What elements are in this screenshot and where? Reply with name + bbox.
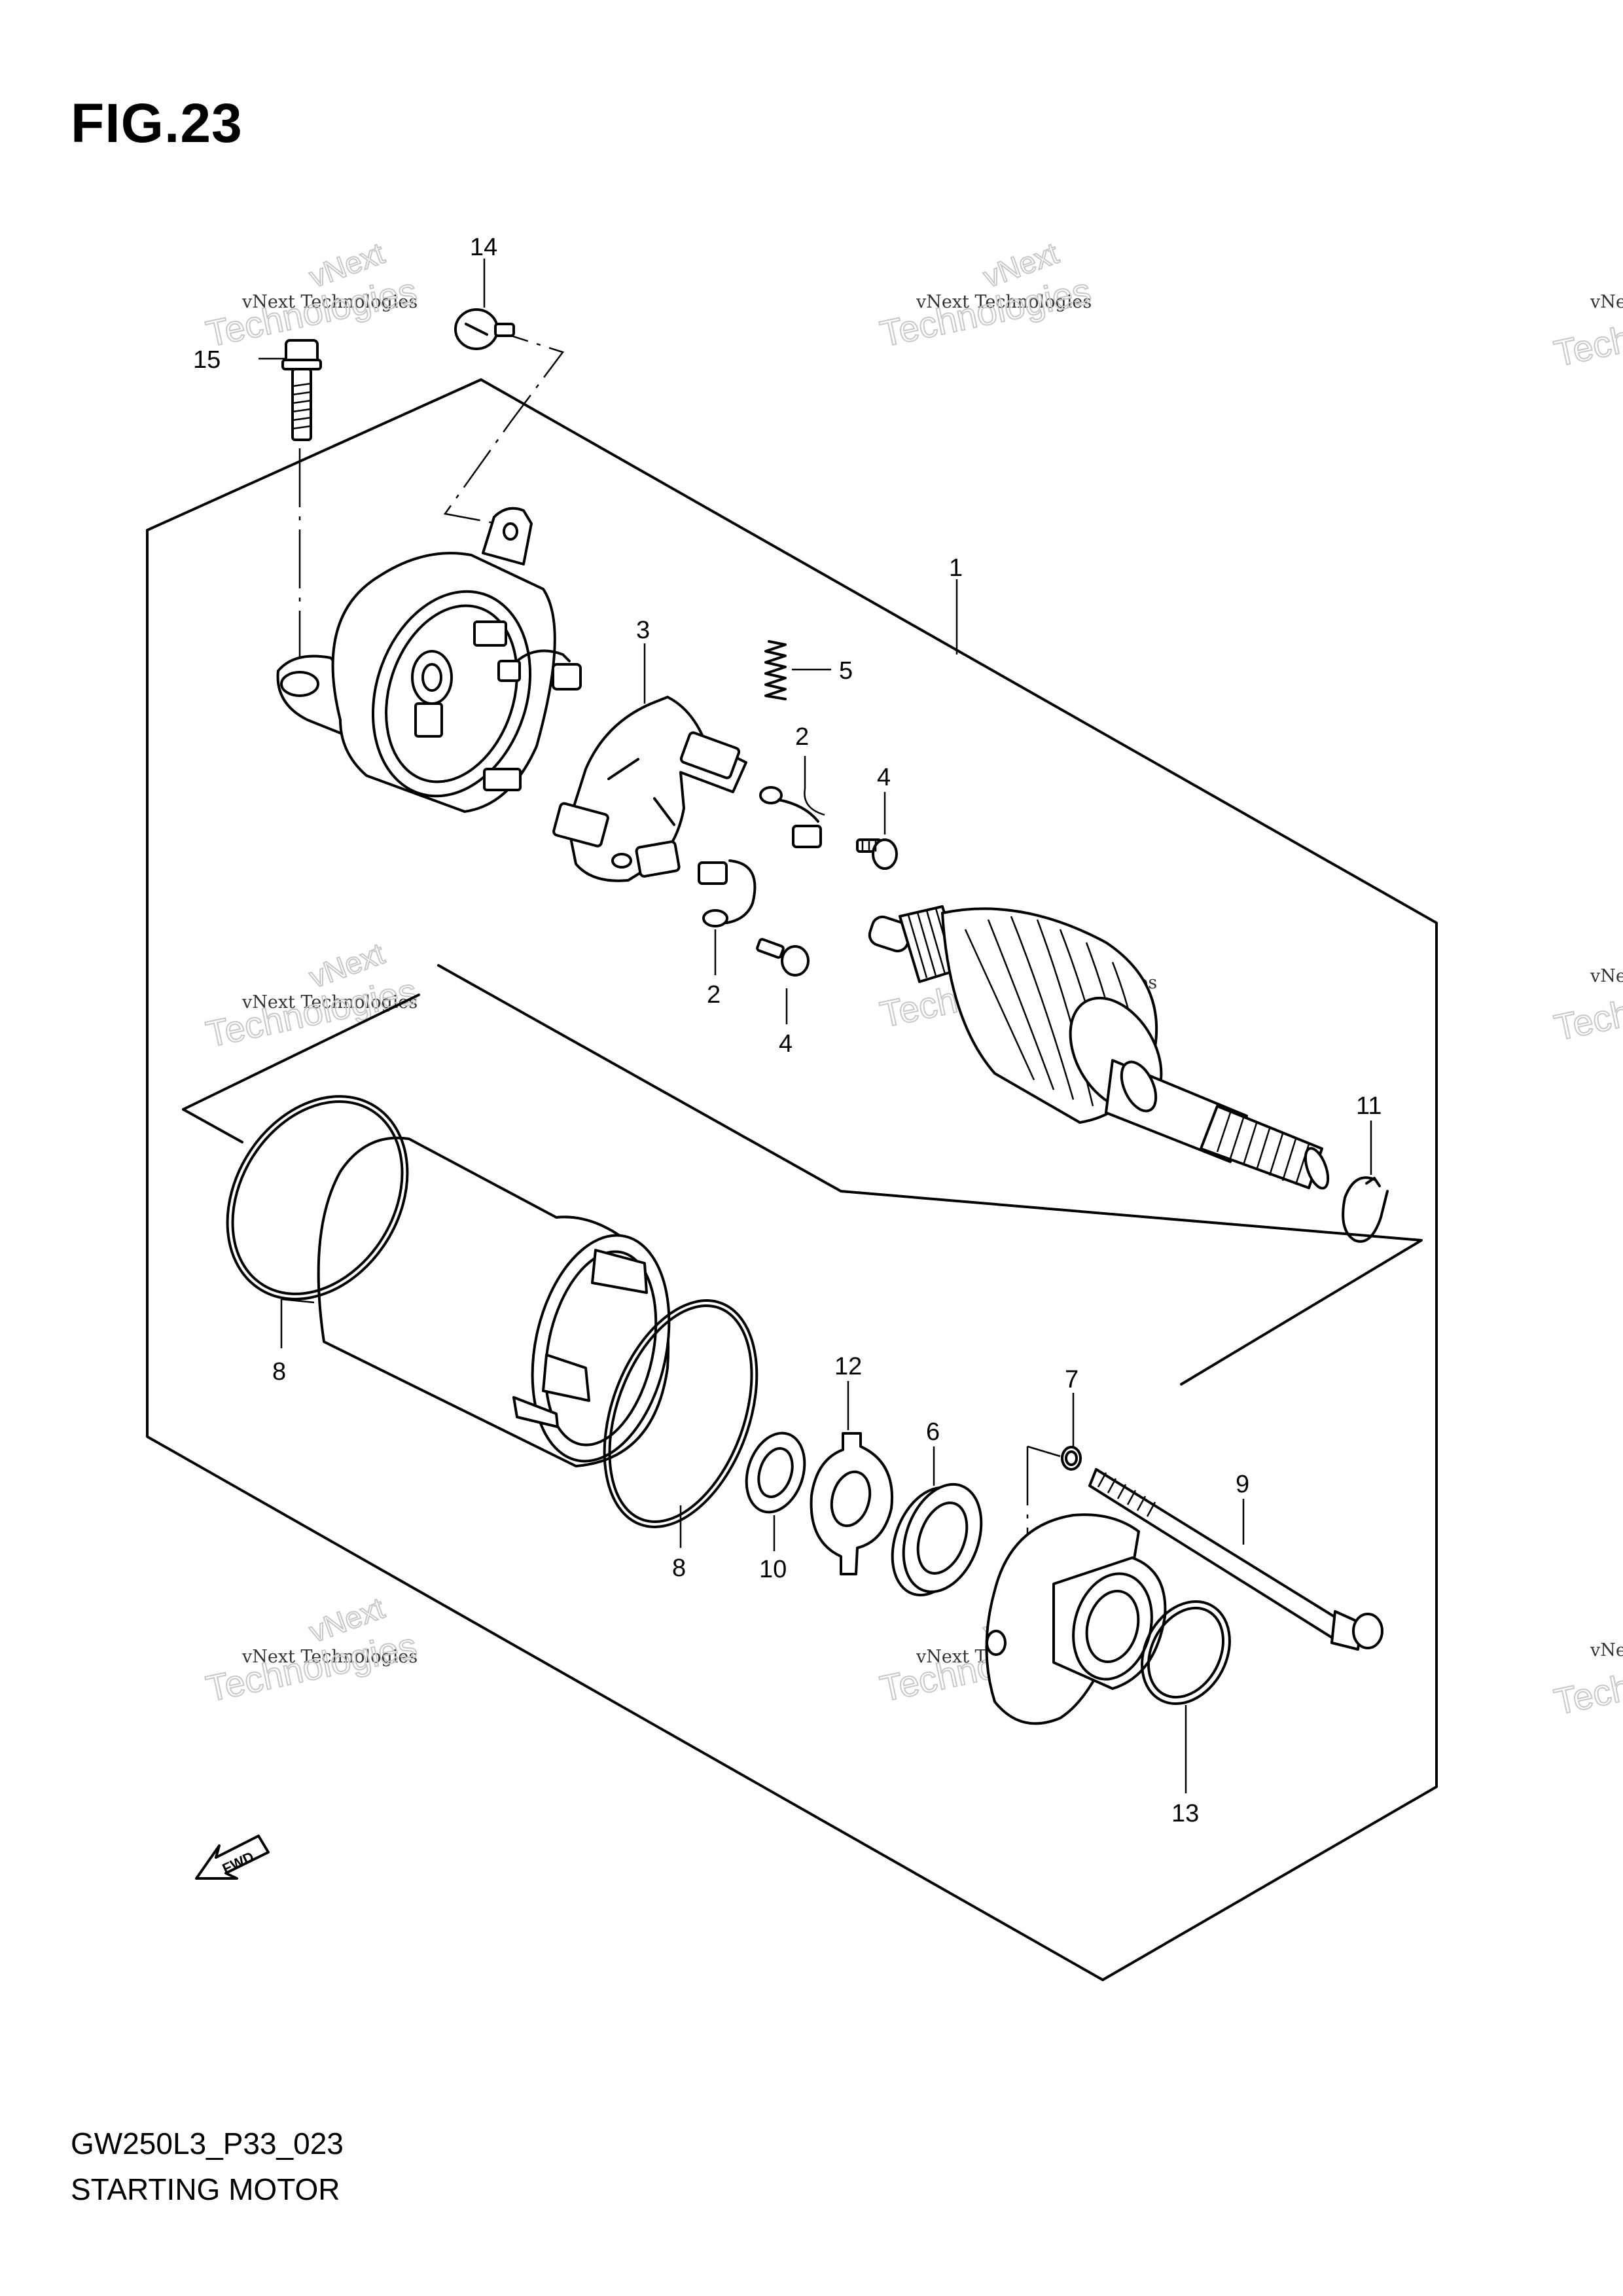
alignment-line xyxy=(1027,1445,1061,1458)
svg-text:Technologies: Technologies xyxy=(876,270,1094,355)
diagram-code: GW250L3_P33_023 xyxy=(71,2126,344,2161)
svg-text:vNext Technologies: vNext Technologies xyxy=(1590,292,1623,312)
leader-lines xyxy=(259,259,1372,1793)
through-bolt-part-9[interactable] xyxy=(1088,1468,1383,1651)
watermark: vNext Technologies Technologies vNext xyxy=(202,1590,421,1710)
o-ring-part-8-left[interactable] xyxy=(191,1063,444,1333)
callout-1: 1 xyxy=(949,554,963,582)
leader-2a-curve xyxy=(804,788,825,816)
watermark: vNext Technologies Technologies vNext xyxy=(202,935,421,1055)
callout-2: 2 xyxy=(707,981,721,1009)
callout-14: 14 xyxy=(470,234,497,261)
end-cover-housing[interactable] xyxy=(276,507,582,817)
spring-part-5[interactable] xyxy=(764,640,787,700)
o-ring-part-13[interactable] xyxy=(1125,1586,1247,1719)
small-o-ring-part-7[interactable] xyxy=(1061,1446,1082,1471)
svg-text:vNext Technologies: vNext Technologies xyxy=(241,1647,418,1667)
callout-2: 2 xyxy=(795,723,809,751)
callout-7: 7 xyxy=(1065,1366,1079,1393)
callout-6: 6 xyxy=(926,1418,940,1446)
front-end-cover[interactable] xyxy=(985,1513,1167,1725)
armature[interactable] xyxy=(867,905,1332,1191)
diagram-name: STARTING MOTOR xyxy=(71,2172,340,2206)
oil-seal-part-6[interactable] xyxy=(878,1473,995,1605)
svg-text:vNext Technologies: vNext Technologies xyxy=(241,292,418,312)
callout-3: 3 xyxy=(636,617,650,644)
figure-title: FIG.23 xyxy=(71,92,243,154)
callout-11: 11 xyxy=(1356,1092,1382,1120)
o-ring-part-8-right[interactable] xyxy=(576,1280,785,1548)
assembly-outline xyxy=(146,378,1438,1981)
watermark: vNext Technologies Technologies vNext xyxy=(202,235,421,355)
brush-lead-part-2-upper[interactable] xyxy=(759,786,822,848)
callout-13: 13 xyxy=(1171,1800,1199,1827)
watermark: vNext Technologies Technologies xyxy=(1550,289,1623,375)
washer-part-10[interactable] xyxy=(737,1426,814,1520)
callout-12: 12 xyxy=(834,1353,862,1380)
watermark: vNext Technologies Technologies xyxy=(1550,963,1623,1049)
callout-5: 5 xyxy=(839,657,853,685)
callout-4: 4 xyxy=(877,764,891,791)
svg-text:vNext Technologies: vNext Technologies xyxy=(1590,1640,1623,1660)
watermark: vNext Technologies Technologies vNext xyxy=(876,235,1095,355)
callout-8: 8 xyxy=(272,1358,286,1386)
screw-part-4-upper[interactable] xyxy=(856,838,898,870)
lock-washer-part-12[interactable] xyxy=(810,1432,893,1575)
svg-text:Technologies: Technologies xyxy=(202,1624,420,1710)
svg-text:vNext Technologies: vNext Technologies xyxy=(916,292,1092,312)
callout-10: 10 xyxy=(759,1556,787,1583)
watermark-group: vNext Technologies Technologies vNext vN… xyxy=(202,235,1623,1723)
screw-part-14[interactable] xyxy=(454,308,515,350)
svg-text:vNext Technologies: vNext Technologies xyxy=(1590,966,1623,986)
alignment-line xyxy=(443,326,565,525)
brush-plate-part-3[interactable] xyxy=(552,696,747,882)
svg-text:Technologies: Technologies xyxy=(202,970,420,1055)
bolt-part-15[interactable] xyxy=(281,339,322,441)
callout-8: 8 xyxy=(672,1554,686,1582)
callout-15: 15 xyxy=(193,346,221,374)
forward-arrow-icon: FWD xyxy=(195,1835,270,1880)
screw-part-4-lower[interactable] xyxy=(756,938,810,977)
callout-9: 9 xyxy=(1236,1471,1249,1498)
circlip-part-11[interactable] xyxy=(1342,1176,1389,1243)
motor-yoke-case[interactable] xyxy=(317,1136,689,1474)
watermark: vNext Technologies Technologies xyxy=(1550,1637,1623,1723)
callout-numbers: 1 2 2 3 4 4 5 6 7 8 8 9 10 11 12 13 14 1… xyxy=(193,234,1382,1827)
callout-4: 4 xyxy=(779,1030,793,1058)
brush-lead-part-2-lower[interactable] xyxy=(698,859,757,927)
